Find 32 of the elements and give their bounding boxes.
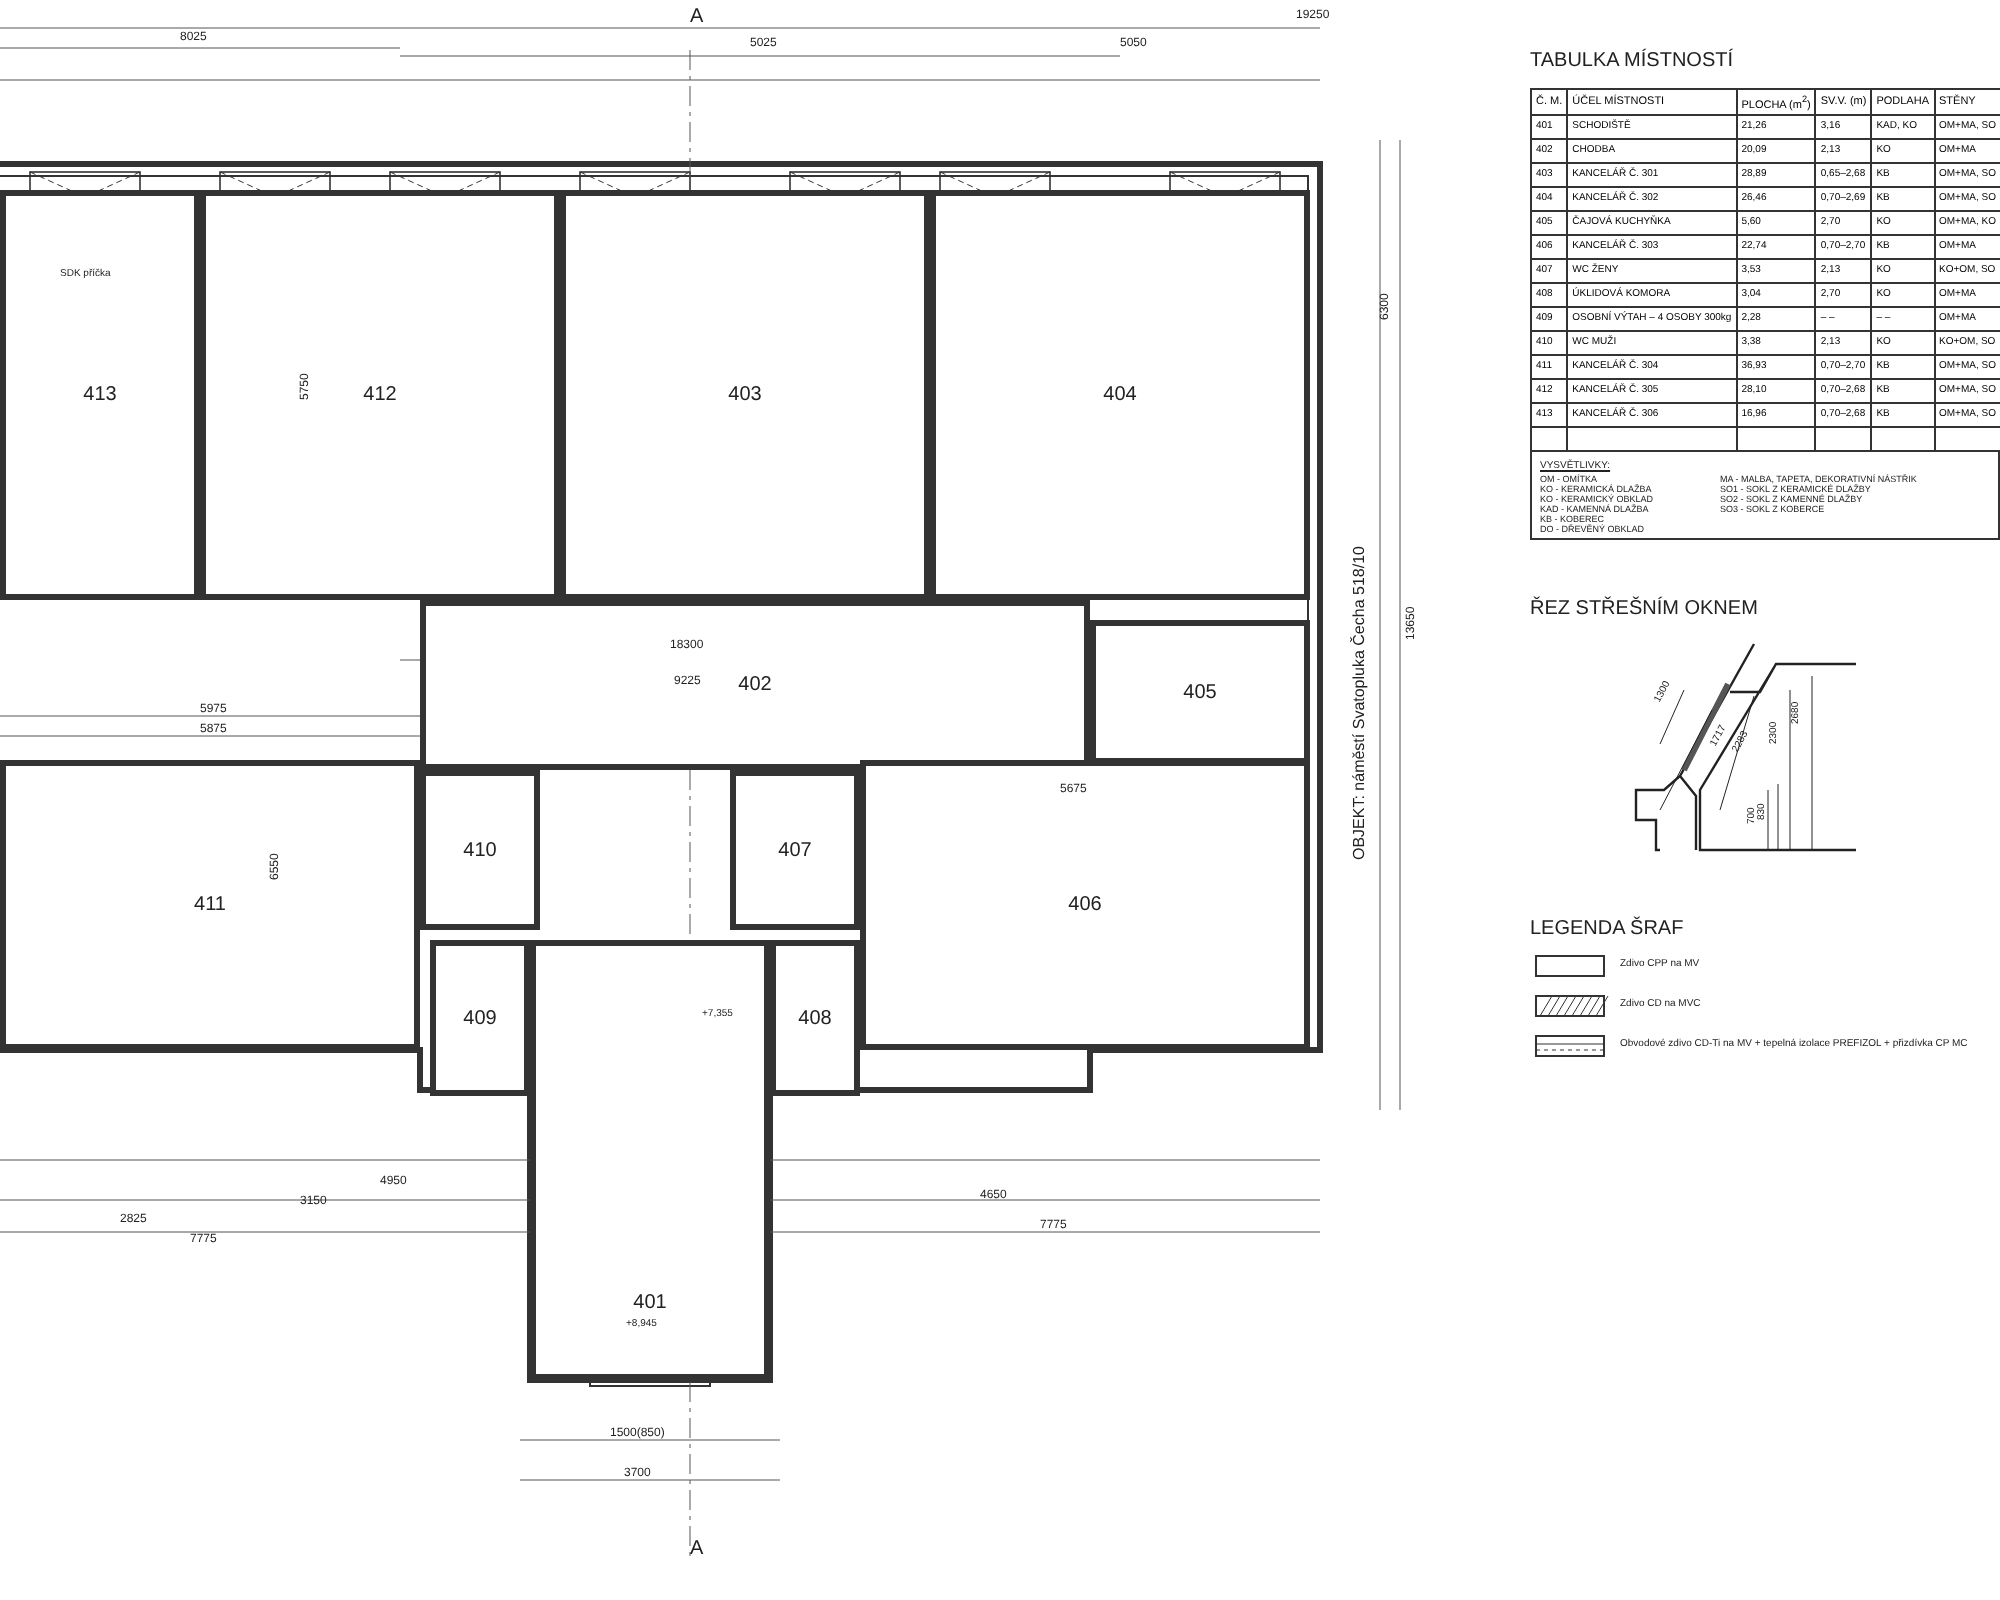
room-number: 406 [1068,894,1102,916]
room-number: 410 [463,839,497,861]
room-outline [420,600,1090,770]
room-number: 409 [463,1007,497,1029]
room-number: 401 [633,1292,667,1314]
legend-title: LEGENDA ŠRAF [1530,920,1684,940]
room-number: 413 [83,384,117,406]
room-outline [420,770,540,930]
room-number: 411 [194,894,226,916]
room-outline [1090,620,1310,764]
room-number: 403 [728,384,762,406]
room-outline [860,760,1310,1050]
room-number: 408 [798,1007,832,1029]
room-number: 405 [1183,681,1217,703]
section-mark: A [690,8,704,28]
room-outline [560,190,930,600]
room-outline [770,940,860,1096]
section-mark: A [690,1540,704,1560]
room-outline [730,770,860,930]
room-outline [0,760,420,1050]
room-number: 412 [363,384,397,406]
room-outline [530,940,770,1380]
room-outline [930,190,1310,600]
section-title: ŘEZ STŘEŠNÍM OKNEM [1530,600,1758,620]
room-number: 404 [1103,384,1137,406]
room-outline [0,190,200,600]
room-outline [200,190,560,600]
room-number: 402 [738,674,772,696]
table-title: TABULKA MÍSTNOSTÍ [1530,52,1733,72]
address-text: OBJEKT: náměstí Svatopluka Čecha 518/10 [1352,546,1368,860]
room-number: 407 [778,839,812,861]
room-outline [430,940,530,1096]
